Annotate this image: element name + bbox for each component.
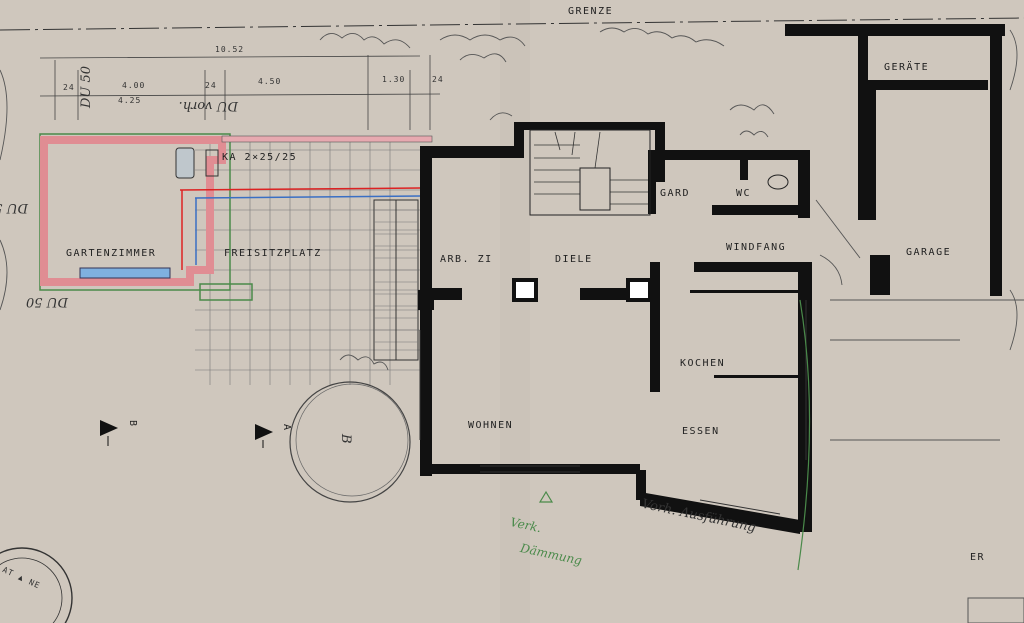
dim-3: 24 bbox=[205, 81, 217, 90]
dim-total: 10.52 bbox=[215, 45, 244, 54]
paper-fold bbox=[500, 0, 530, 623]
section-marker-a: A bbox=[255, 424, 292, 448]
radiator bbox=[79, 267, 171, 279]
interior-stairs bbox=[529, 129, 651, 216]
label-gartenzimmer: GARTENZIMMER bbox=[66, 248, 156, 259]
label-gard: GARD bbox=[660, 188, 690, 199]
pipe-red bbox=[179, 187, 421, 191]
du-note-3: DU 50 bbox=[26, 294, 69, 309]
dim-2: 4.00 bbox=[122, 81, 145, 90]
label-essen: ESSEN bbox=[682, 426, 720, 437]
du-note-1: DU 50 bbox=[79, 66, 94, 109]
section-a-label: A bbox=[281, 424, 292, 432]
house-walls bbox=[418, 122, 812, 534]
dim-7: 4.25 bbox=[118, 96, 141, 105]
tree-label: B bbox=[338, 433, 353, 444]
label-er: ER bbox=[970, 552, 985, 563]
kitchenette bbox=[205, 149, 219, 177]
label-ka: KA 2×25/25 bbox=[222, 152, 297, 163]
du-note-2: DU 50 bbox=[0, 200, 29, 215]
label-garage: GARAGE bbox=[906, 247, 951, 258]
pipe-blue bbox=[194, 195, 421, 199]
hedge-scribbles bbox=[319, 27, 775, 138]
column-1 bbox=[512, 278, 538, 302]
hand-note-top: DU vorh. bbox=[179, 98, 239, 113]
dim-5: 1.30 bbox=[382, 75, 405, 84]
column-2 bbox=[626, 278, 652, 302]
entrance-door-arc bbox=[819, 254, 843, 286]
toilet bbox=[767, 174, 789, 190]
property-line: GRENZE bbox=[0, 6, 1024, 31]
windows bbox=[419, 300, 807, 515]
label-windfang: WINDFANG bbox=[726, 242, 786, 253]
green-note-1: Verk. bbox=[509, 515, 543, 535]
gartenzimmer-room: GARTENZIMMER KA 2×25/25 bbox=[39, 133, 421, 291]
label-arb-zi: ARB. ZI bbox=[440, 254, 493, 265]
section-b-label: B bbox=[127, 420, 138, 428]
label-wc: WC bbox=[736, 188, 751, 199]
exterior-stairs bbox=[373, 199, 419, 361]
pergola-beam bbox=[221, 135, 433, 143]
label-diele: DIELE bbox=[555, 254, 593, 265]
tree: B bbox=[289, 354, 411, 503]
grenze-label: GRENZE bbox=[568, 6, 613, 17]
dim-4: 4.50 bbox=[258, 77, 281, 86]
dimension-lines: 10.52 24 4.00 24 4.50 1.30 24 4.25 bbox=[39, 45, 444, 130]
green-patch bbox=[199, 283, 253, 301]
section-marker-b: B bbox=[100, 420, 138, 446]
garage bbox=[785, 24, 1024, 441]
dim-6: 24 bbox=[432, 75, 444, 84]
dim-1: 24 bbox=[63, 83, 75, 92]
label-wohnen: WOHNEN bbox=[468, 420, 513, 431]
label-geraete: GERÄTE bbox=[884, 60, 929, 73]
label-freisitzplatz: FREISITZPLATZ bbox=[224, 248, 322, 259]
sink bbox=[175, 147, 195, 179]
label-kochen: KOCHEN bbox=[680, 358, 725, 369]
